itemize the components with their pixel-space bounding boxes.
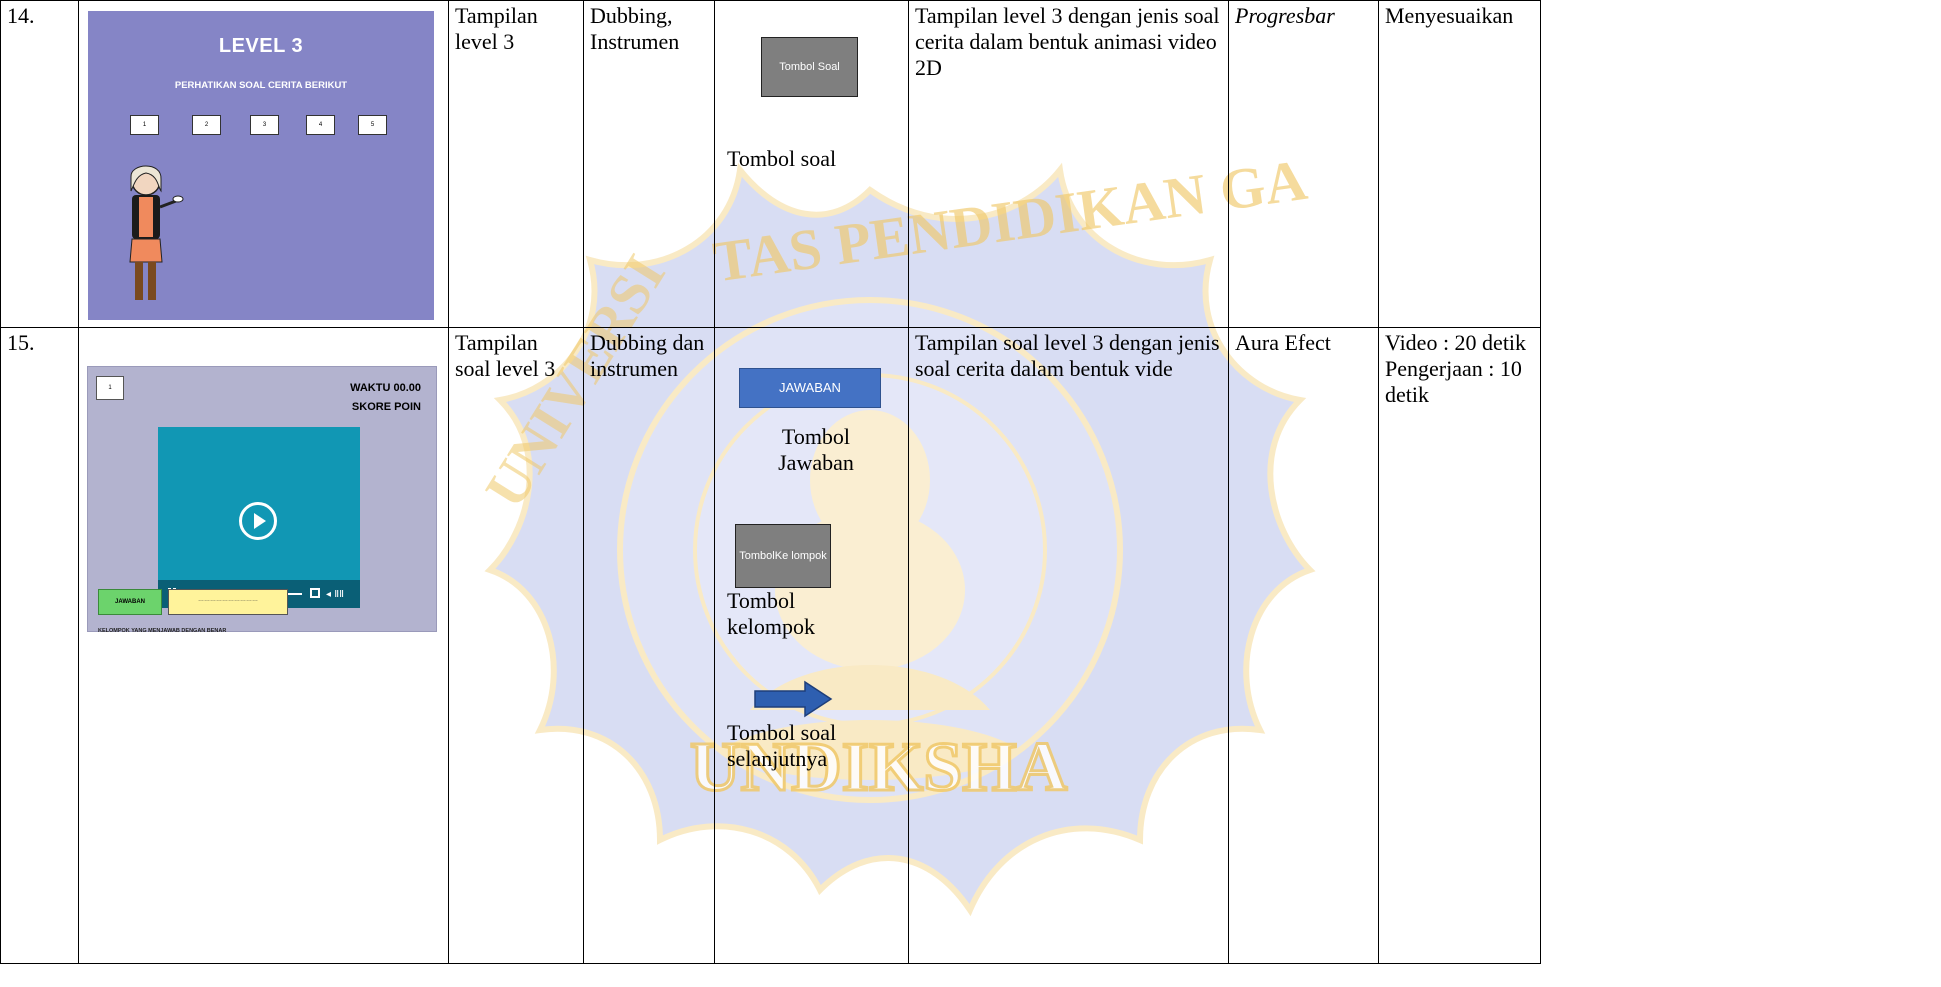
tampilan-text: Tampilan soal level 3: [455, 330, 556, 381]
play-icon[interactable]: [239, 502, 277, 540]
kelompok-button-caption: Tombol kelompok: [727, 588, 815, 639]
kelompok-button[interactable]: TombolKe lompok: [735, 524, 831, 588]
keterangan-text: Tampilan level 3 dengan jenis soal cerit…: [915, 3, 1220, 80]
mockup-answer-button[interactable]: JAWABAN: [98, 589, 162, 615]
question-button-2[interactable]: 2: [192, 115, 221, 135]
mockup-answer-field[interactable]: …………………………: [168, 589, 288, 615]
audio-text: Dubbing dan instrumen: [590, 330, 705, 381]
efek-text: Progresbar: [1235, 3, 1335, 28]
jawaban-button-caption: Tombol Jawaban: [778, 424, 854, 475]
level-subtitle: PERHATIKAN SOAL CERITA BERIKUT: [174, 80, 348, 91]
question-button-3[interactable]: 3: [250, 115, 279, 135]
time-score-display: WAKTU 00.00 SKORE POIN: [350, 379, 421, 417]
question-button-1[interactable]: 1: [130, 115, 159, 135]
row-number: 15.: [7, 330, 35, 355]
row-number: 14.: [7, 3, 35, 28]
level-3-screen-mockup: LEVEL 3 PERHATIKAN SOAL CERITA BERIKUT 1…: [88, 11, 434, 320]
fullscreen-icon[interactable]: [310, 588, 320, 598]
time-label: WAKTU 00.00: [350, 382, 421, 394]
table-row: 14. LEVEL 3 PERHATIKAN SOAL CERITA BERIK…: [0, 0, 1541, 328]
question-screen-mockup: 1 WAKTU 00.00 SKORE POIN ◂ ⅡⅡ JAWABAN ………: [87, 366, 437, 634]
soal-button[interactable]: Tombol Soal: [761, 37, 858, 97]
question-button-4[interactable]: 4: [306, 115, 335, 135]
keterangan-text: Tampilan soal level 3 dengan jenis soal …: [915, 330, 1220, 381]
teacher-character-image: [129, 165, 184, 300]
soal-button-caption: Tombol soal: [727, 146, 837, 171]
durasi-text: Menyesuaikan: [1385, 3, 1514, 28]
next-arrow-icon[interactable]: [753, 680, 833, 718]
jawaban-button[interactable]: JAWABAN: [739, 368, 881, 408]
storyboard-table: 14. LEVEL 3 PERHATIKAN SOAL CERITA BERIK…: [0, 0, 1541, 964]
question-number-box: 1: [96, 376, 124, 400]
durasi-text: Video : 20 detik Pengerjaan : 10 detik: [1385, 330, 1527, 407]
volume-icon[interactable]: ◂ ⅡⅡ: [326, 589, 345, 600]
question-button-5[interactable]: 5: [358, 115, 387, 135]
audio-text: Dubbing, Instrumen: [590, 3, 680, 54]
video-player[interactable]: ◂ ⅡⅡ: [158, 427, 360, 608]
score-label: SKORE POIN: [351, 401, 421, 413]
mockup-group-label: KELOMPOK YANG MENJAWAB DENGAN BENAR: [98, 628, 227, 634]
level-title: LEVEL 3: [218, 35, 304, 57]
table-row: 15. 1 WAKTU 00.00 SKORE POIN ◂ ⅡⅡ: [0, 327, 1541, 964]
next-button-caption: Tombol soal selanjutnya: [727, 720, 837, 771]
tampilan-text: Tampilan level 3: [455, 3, 538, 54]
efek-text: Aura Efect: [1235, 330, 1331, 355]
